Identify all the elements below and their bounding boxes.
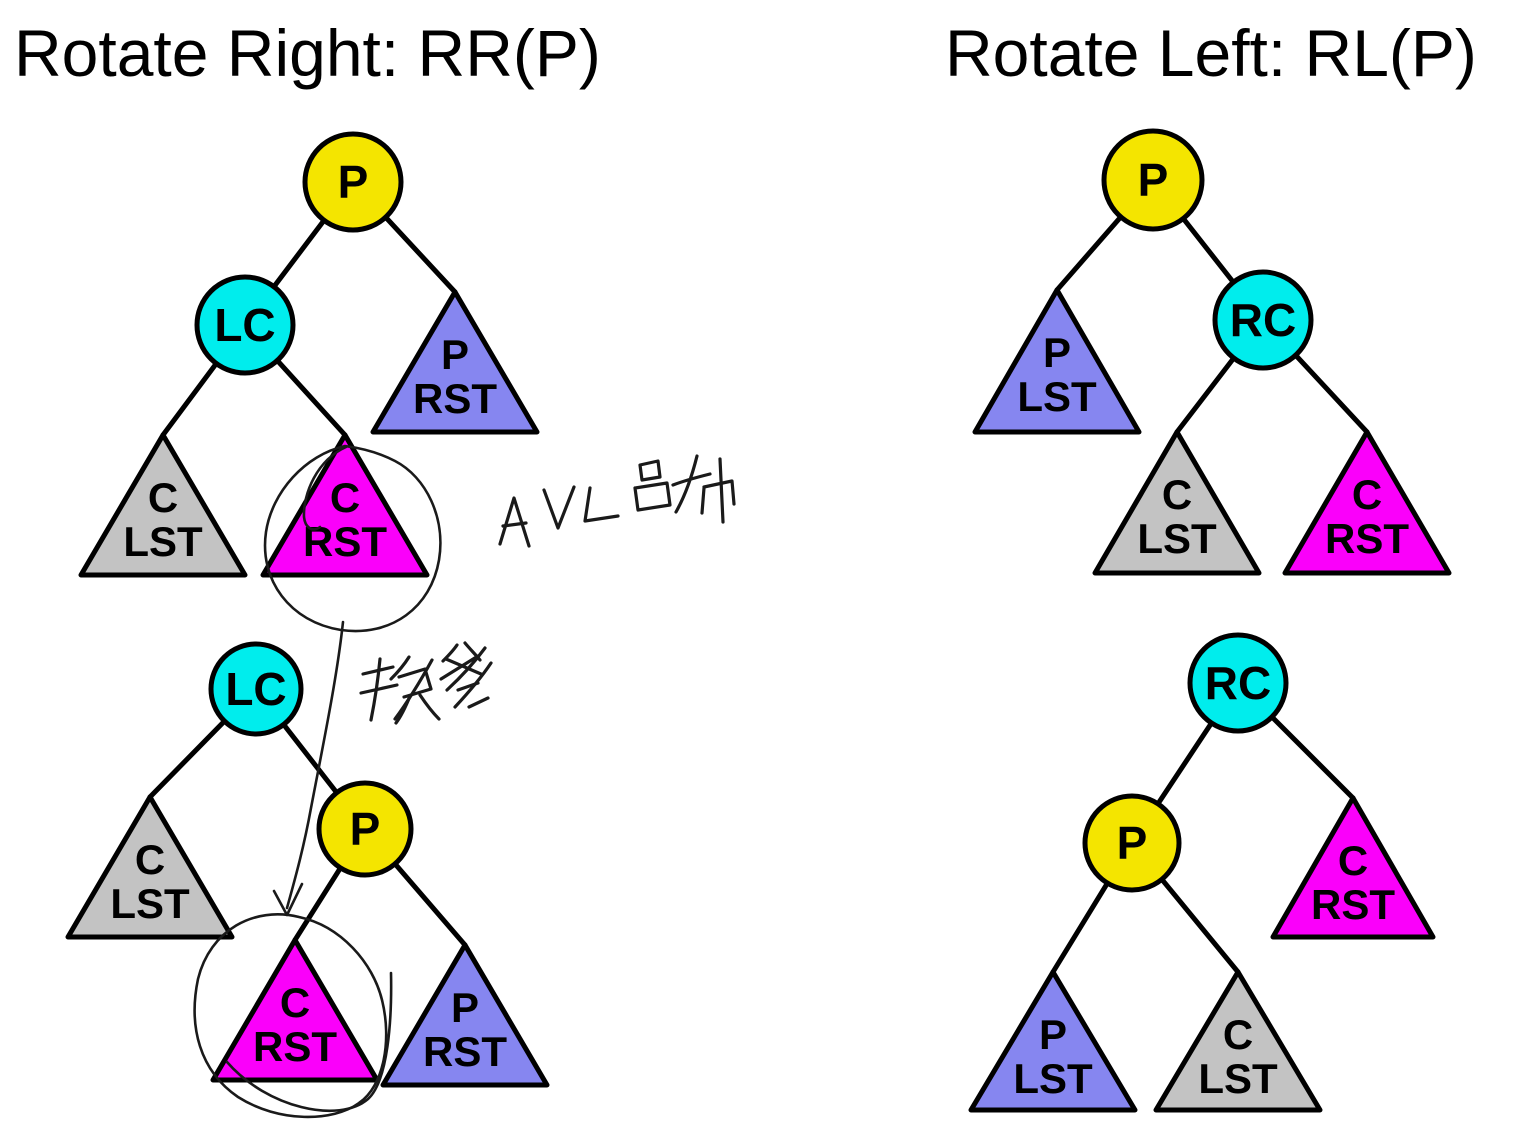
- char-stroke: [397, 667, 433, 699]
- rl-before-node-rc: [1212, 269, 1314, 371]
- rr-before-subtree-p-rst: [370, 289, 540, 435]
- subtree-label: RST: [303, 518, 387, 565]
- char-stroke: [467, 696, 490, 709]
- circle-scribble-top: [263, 444, 442, 633]
- rl-after-node-p: [1082, 793, 1182, 893]
- rl-before-node-p-label: P: [1138, 154, 1169, 206]
- char-stroke: [439, 654, 480, 681]
- letter-L: [583, 486, 620, 523]
- subtree-label: C: [330, 474, 360, 521]
- char-stroke: [418, 693, 441, 721]
- char-stroke: [445, 646, 487, 692]
- scribble-loop: [193, 913, 388, 1119]
- subtree-label: P: [1039, 1011, 1067, 1058]
- rr-after-subtree-p-rst: [380, 942, 550, 1088]
- rl-before-node-p: [1101, 128, 1205, 232]
- subtree-label: RST: [1325, 515, 1409, 562]
- subtree-label: LST: [1198, 1055, 1278, 1102]
- rl-title: Rotate Left: RL(P): [945, 16, 1477, 90]
- rr-before-subtree-c-lst: [78, 432, 248, 578]
- char-stroke: [361, 665, 395, 676]
- char-stroke: [456, 681, 480, 692]
- subtree-label: C: [1338, 837, 1368, 884]
- rl-after-node-rc: [1187, 632, 1289, 734]
- subtree-label: RST: [253, 1023, 337, 1070]
- rr-before-node-p: [302, 131, 404, 233]
- rl-after-subtree-c-lst: [1153, 969, 1323, 1113]
- avl-annotation: [498, 454, 736, 548]
- letter-V: [542, 485, 576, 530]
- rr-after-node-p-label: P: [350, 803, 381, 855]
- rl-after-subtree-p-lst: [968, 969, 1138, 1113]
- subtree-label: C: [135, 836, 165, 883]
- arrow-shaft: [285, 620, 345, 910]
- subtree-label: P: [1043, 329, 1071, 376]
- subtree-label: RST: [423, 1028, 507, 1075]
- rl-before-subtree-p-lst: [972, 287, 1142, 435]
- rr-after-subtree-c-lst: [65, 794, 235, 940]
- rr-after-subtree-c-rst: [210, 937, 380, 1083]
- subtree-label: LST: [1017, 373, 1097, 420]
- rr-before-tree: P LC P RST C LST C RST: [78, 131, 540, 578]
- subtree-label: LST: [123, 518, 203, 565]
- subtree-label: C: [1352, 471, 1382, 518]
- char-stroke: [718, 457, 725, 524]
- scribble-inner-stroke: [302, 445, 348, 531]
- rl-after-tree: RC P C RST P LST C LST: [968, 632, 1436, 1113]
- letter-A: [498, 496, 531, 548]
- rl-after-node-rc-label: RC: [1205, 657, 1271, 709]
- subtree-label: P: [451, 984, 479, 1031]
- circle-scribble-bottom: [193, 913, 393, 1119]
- subtree-label: C: [148, 474, 178, 521]
- char-stroke: [702, 479, 736, 506]
- subtree-label: C: [1223, 1011, 1253, 1058]
- char-stroke: [638, 459, 662, 482]
- char-stroke: [359, 683, 399, 695]
- rl-before-subtree-c-rst: [1282, 429, 1452, 576]
- subtree-label: LST: [1013, 1055, 1093, 1102]
- rl-after-node-p-label: P: [1117, 817, 1148, 869]
- subtree-label: LST: [1137, 515, 1217, 562]
- rr-before-node-lc: [194, 274, 296, 376]
- subtree-label: C: [1162, 471, 1192, 518]
- subtree-label: C: [280, 979, 310, 1026]
- rl-before-node-rc-label: RC: [1230, 294, 1296, 346]
- char-stroke: [700, 486, 706, 515]
- rr-before-node-lc-label: LC: [214, 299, 275, 351]
- subtree-label: RST: [1311, 881, 1395, 928]
- rr-after-node-lc: [208, 641, 304, 737]
- subtree-label: P: [441, 331, 469, 378]
- rr-after-tree: LC P C LST C RST P RST: [65, 641, 550, 1088]
- rr-after-node-lc-label: LC: [225, 663, 286, 715]
- letter-A-bar: [501, 521, 528, 528]
- hand-annotations: [193, 444, 736, 1119]
- rl-before-subtree-c-lst: [1092, 429, 1262, 576]
- char-stroke: [389, 655, 411, 681]
- rr-before-node-p-label: P: [338, 156, 369, 208]
- rr-title: Rotate Right: RR(P): [14, 16, 601, 90]
- char-stroke: [441, 643, 459, 663]
- char-stroke: [393, 658, 434, 721]
- rr-after-node-p: [316, 780, 414, 878]
- rl-after-subtree-c-rst: [1270, 795, 1436, 940]
- swap-annotation: [359, 641, 493, 725]
- char-stroke: [674, 454, 699, 514]
- char-stroke: [633, 481, 672, 512]
- subtree-label: RST: [413, 375, 497, 422]
- scribble-loop: [263, 444, 442, 633]
- rl-before-tree: P RC P LST C LST C RST: [972, 128, 1452, 576]
- scribble-inner-stroke: [225, 971, 393, 1112]
- subtree-label: LST: [110, 880, 190, 927]
